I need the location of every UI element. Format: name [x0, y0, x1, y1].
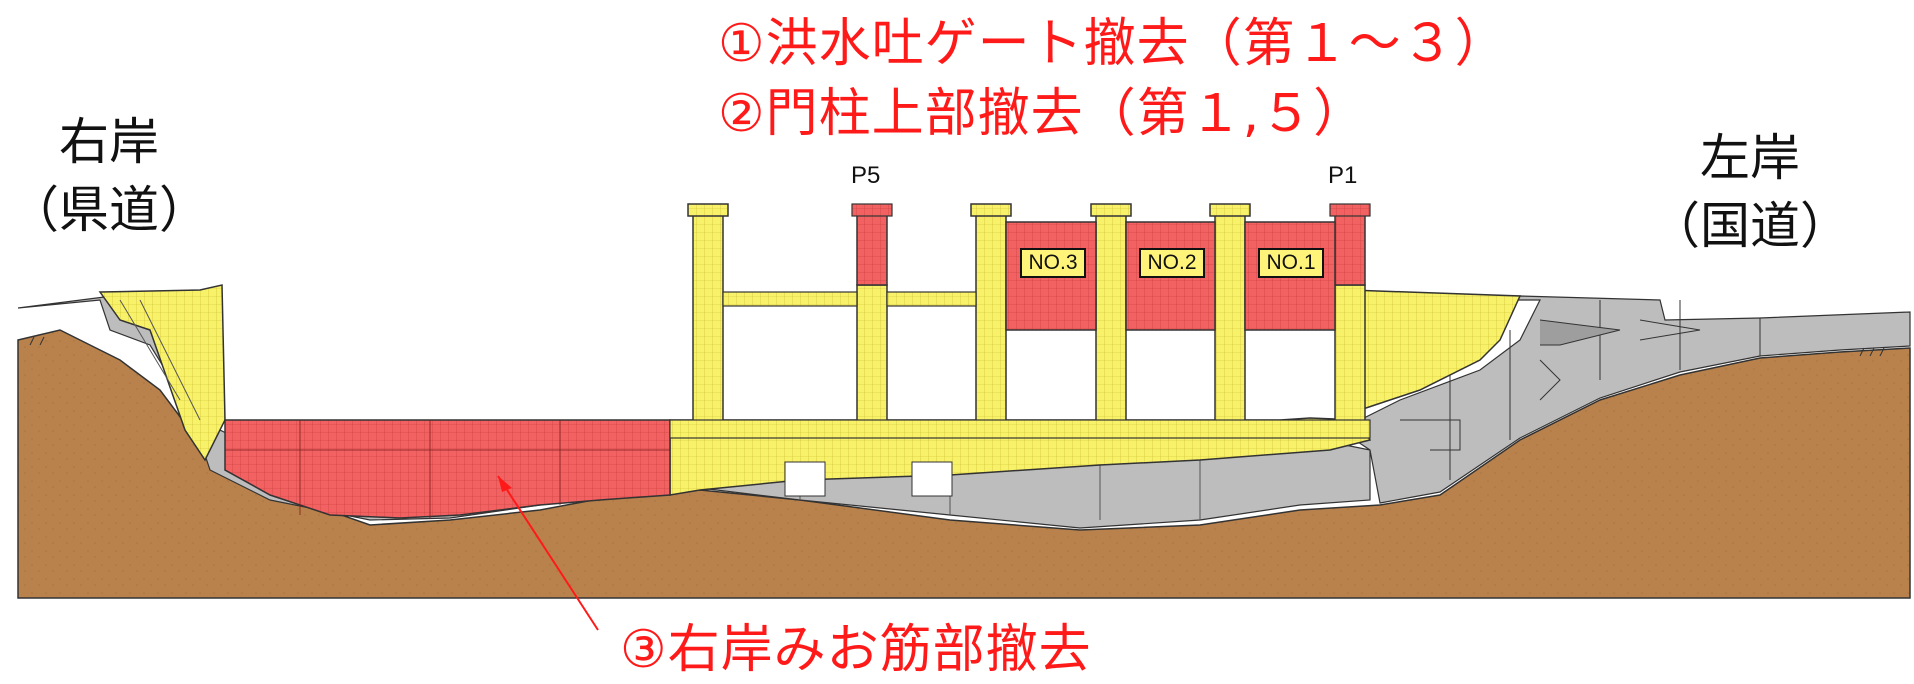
- right-wing-wall: [98, 284, 226, 462]
- right-bank-name: 右岸: [59, 113, 159, 171]
- left-bank-road: （国道）: [1650, 197, 1850, 255]
- gate-label-no1: NO.1: [1258, 248, 1324, 278]
- upper-beam-2: [886, 291, 977, 307]
- leader-arrowhead: [498, 476, 512, 492]
- left-bank-name: 左岸: [1700, 129, 1800, 187]
- p1-top-removal: [1334, 209, 1366, 286]
- pier-footing-beam: [669, 419, 1371, 439]
- pier-label-p5: P5: [851, 162, 881, 189]
- annotation-item1: ①洪水吐ゲート撤去（第１～３）: [718, 14, 1508, 74]
- pier-columns: [687, 203, 1366, 433]
- annotation-item2: ②門柱上部撤去（第１,５）: [718, 84, 1367, 144]
- right-channel-removal: [224, 419, 671, 519]
- p1-cap: [1329, 203, 1371, 217]
- right-bank-label: 右岸 （県道）: [4, 108, 214, 244]
- gate-label-no3: NO.3: [1020, 248, 1086, 278]
- leader-line-item3: [497, 475, 599, 631]
- p5-cap: [851, 203, 893, 217]
- p5-top-removal: [856, 209, 888, 286]
- gate-label-no2: NO.2: [1139, 248, 1205, 278]
- existing-concrete-left: [1299, 295, 1911, 504]
- right-bank-road: （県道）: [9, 181, 209, 239]
- annotation-item3: ③右岸みお筋部撤去: [620, 620, 1092, 680]
- upper-beam: [722, 291, 858, 307]
- pier-label-p1: P1: [1328, 162, 1358, 189]
- left-bank-label: 左岸 （国道）: [1630, 124, 1870, 260]
